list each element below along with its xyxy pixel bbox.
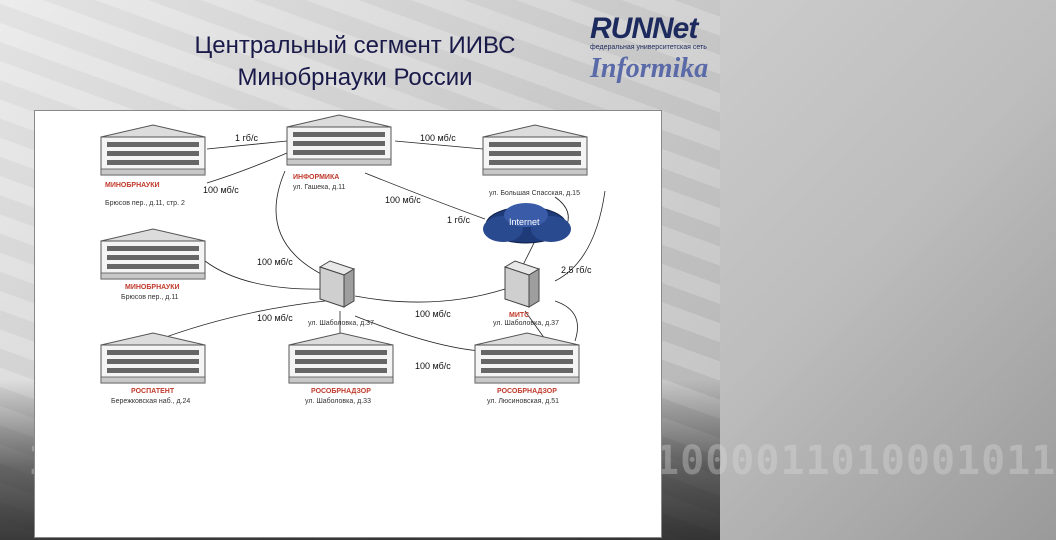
building-6-name: РОСОБРНАДЗОР xyxy=(311,388,371,395)
link-bld2-internet xyxy=(364,172,486,220)
link-bld2-bld1-lower xyxy=(206,152,288,184)
link-label-9: 100 мб/с xyxy=(415,309,451,319)
runnet-logo: RUNNet федеральная университетская сеть … xyxy=(590,12,715,102)
logo-tagline: федеральная университетская сеть xyxy=(590,44,707,51)
building-4-name: МИНОБРНАУКИ xyxy=(125,284,180,291)
title-line-1: Центральный сегмент ИИВС xyxy=(194,32,516,59)
link-label-3: 100 мб/с xyxy=(203,185,239,195)
building-node-2: ИНФОРМИКА ул. Гашека, д.11 xyxy=(286,114,392,191)
building-3-address: ул. Большая Спасская, д.15 xyxy=(489,190,580,197)
slide-title: Центральный сегмент ИИВС Минобрнауки Рос… xyxy=(120,30,590,94)
building-5-address: Бережковская наб., д.24 xyxy=(111,397,190,405)
server-node-2: МИТС ул. Шаболовка, д.37 xyxy=(493,260,559,327)
building-2-address: ул. Гашека, д.11 xyxy=(293,184,346,191)
building-node-3: ул. Большая Спасская, д.15 xyxy=(482,124,588,197)
internet-label: Internet xyxy=(509,217,540,227)
link-label-4: 100 мб/с xyxy=(385,195,421,205)
link-bld5-srv1 xyxy=(154,300,326,342)
building-7-name: РОСОБРНАДЗОР xyxy=(497,388,557,395)
logo-sub-brand: Informika xyxy=(590,53,709,84)
building-4-address: Брюсов пер., д.11 xyxy=(121,294,179,301)
internet-cloud: Internet xyxy=(483,203,571,244)
title-line-2: Минобрнауки России xyxy=(237,64,473,91)
link-label-7: 2,5 гб/с xyxy=(561,265,592,275)
server-node-1: ул. Шаболовка, д.37 xyxy=(308,260,374,327)
link-bld4-srv1 xyxy=(204,260,326,290)
link-bld2-bld3 xyxy=(394,140,484,150)
building-5-name: РОСПАТЕНТ xyxy=(131,388,175,395)
server-2-name: МИТС xyxy=(509,312,529,319)
building-node-4: МИНОБРНАУКИ Брюсов пер., д.11 xyxy=(100,228,206,301)
building-6-address: ул. Шаболовка, д.33 xyxy=(305,397,371,405)
building-1-address: Брюсов пер., д.11, стр. 2 xyxy=(105,200,185,207)
building-7-address: ул. Люсиновская, д.51 xyxy=(487,398,559,405)
building-node-1: МИНОБРНАУКИ Брюсов пер., д.11, стр. 2 xyxy=(100,124,206,207)
link-label-5: 1 гб/с xyxy=(447,215,470,225)
building-1-name: МИНОБРНАУКИ xyxy=(105,182,160,189)
link-bld2-srv1 xyxy=(275,170,326,277)
link-srv2-bld7 xyxy=(524,310,546,340)
link-label-2: 100 мб/с xyxy=(420,133,456,143)
link-srv1-srv2 xyxy=(354,288,506,303)
link-bld1-bld2 xyxy=(206,140,288,150)
network-diagram: МИНОБРНАУКИ Брюсов пер., д.11, стр. 2 ИН… xyxy=(100,114,606,405)
building-node-7: РОСОБРНАДЗОР ул. Люсиновская, д.51 xyxy=(474,332,580,405)
logo-brand: RUNNet xyxy=(590,12,698,45)
building-node-6: РОСОБРНАДЗОР ул. Шаболовка, д.33 xyxy=(288,332,394,405)
link-label-6: 100 мб/с xyxy=(257,257,293,267)
link-srv2-right-loop xyxy=(554,300,578,342)
link-label-8: 100 мб/с xyxy=(257,313,293,323)
link-label-1: 1 гб/с xyxy=(235,133,258,143)
link-srv2-bld3-side xyxy=(554,190,606,282)
link-label-10: 100 мб/с xyxy=(415,361,451,371)
server-2-address: ул. Шаболовка, д.37 xyxy=(493,319,559,327)
building-2-name: ИНФОРМИКА xyxy=(293,174,339,181)
network-diagram-panel: МИНОБРНАУКИ Брюсов пер., д.11, стр. 2 ИН… xyxy=(34,110,662,538)
server-1-address: ул. Шаболовка, д.37 xyxy=(308,319,374,327)
building-node-5: РОСПАТЕНТ Бережковская наб., д.24 xyxy=(100,332,206,405)
